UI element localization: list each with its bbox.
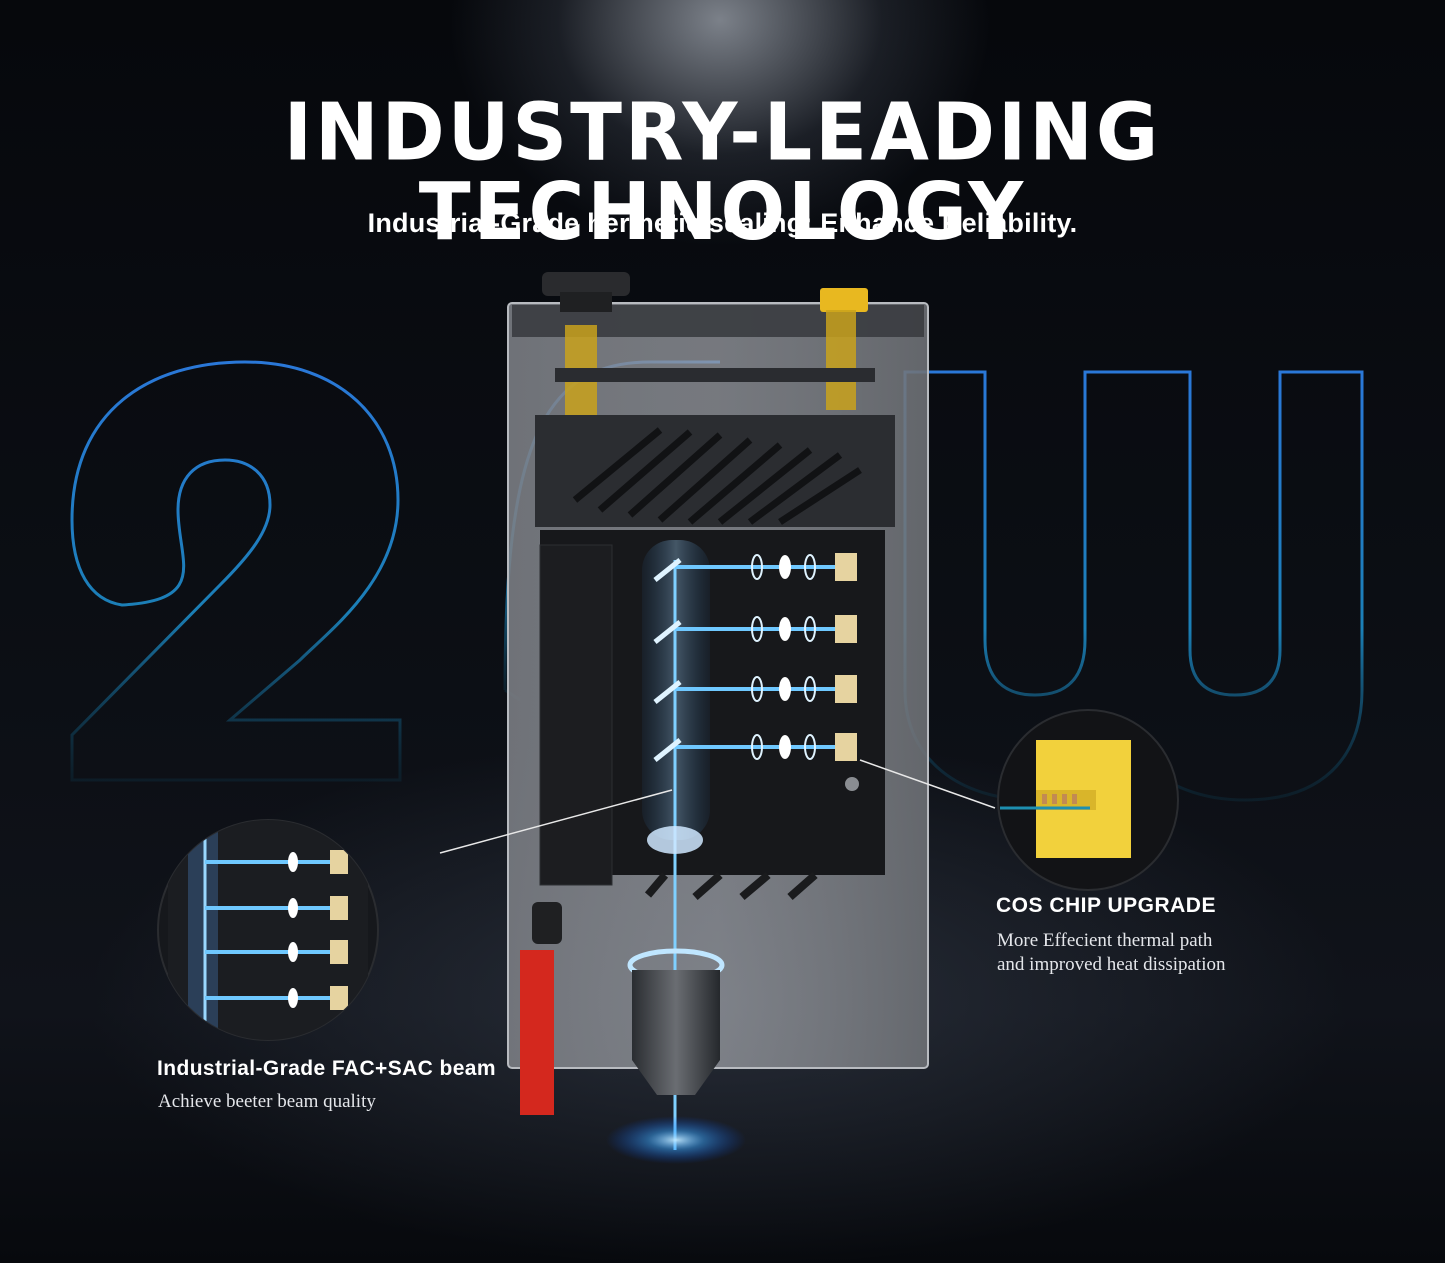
left-rail	[539, 544, 613, 886]
laser-module-icon	[507, 272, 929, 1164]
fac-sac-desc-line1: Achieve beeter beam quality	[158, 1091, 376, 1112]
screw-dot	[845, 777, 859, 791]
red-side-strip	[520, 950, 554, 1115]
bottom-fins	[644, 871, 818, 901]
mid-plate	[555, 368, 875, 382]
heatsink-fins	[572, 427, 862, 525]
cos-chip-title: COS CHIP UPGRADE	[996, 894, 1216, 917]
fac-sac-title: Industrial-Grade FAC+SAC beam	[157, 1057, 496, 1080]
top-knob-stem	[560, 292, 612, 312]
beam-lens-icon	[647, 826, 703, 854]
emitter-row-3	[653, 675, 857, 704]
fac-callout-line	[439, 789, 673, 854]
top-knob	[542, 272, 630, 296]
cos-chip-desc-line1: More Effecient thermal path	[997, 930, 1213, 951]
cos-callout-line	[859, 759, 996, 809]
subheadline: Industrial-Grade hermetic sealing: Enhan…	[367, 208, 1078, 238]
beam-spot-glow	[606, 1116, 746, 1164]
cos-chip-desc-line2: and improved heat dissipation	[997, 954, 1226, 975]
digit-2-outline	[70, 360, 402, 782]
cos-chip-icon	[997, 709, 1179, 891]
emitter-row-1	[653, 553, 857, 582]
yellow-connector	[820, 288, 868, 312]
emitter-row-2	[653, 615, 857, 644]
side-knob	[532, 902, 562, 944]
fac-sac-magnifier	[157, 819, 379, 1041]
nozzle	[632, 970, 720, 1095]
emitter-row-4	[653, 733, 857, 762]
yellow-post-right	[826, 310, 856, 410]
headline: INDUSTRY-LEADING TECHNOLOGY	[283, 84, 1162, 259]
